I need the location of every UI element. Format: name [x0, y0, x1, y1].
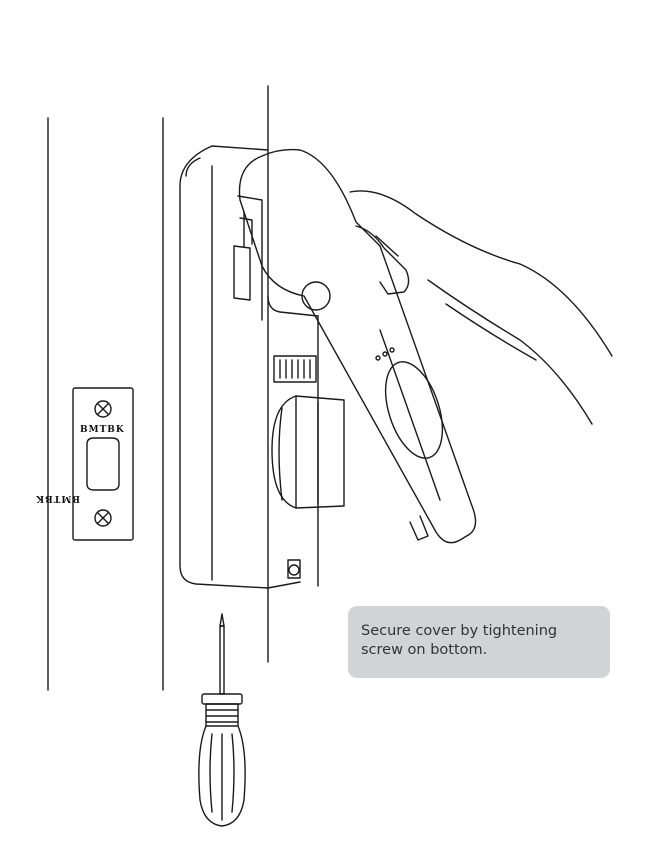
strike-plate-label-top: BMTBK — [80, 425, 125, 435]
callout-text: Secure cover by tightening screw on bott… — [361, 623, 558, 658]
hand — [349, 190, 613, 425]
screwdriver — [198, 613, 246, 827]
lock-body — [179, 145, 345, 589]
strike-plate — [72, 387, 134, 541]
strike-plate-label-bottom: BMTBK — [35, 493, 80, 503]
instruction-callout: Secure cover by tightening screw on bott… — [348, 606, 610, 678]
lock-cover — [238, 148, 477, 544]
